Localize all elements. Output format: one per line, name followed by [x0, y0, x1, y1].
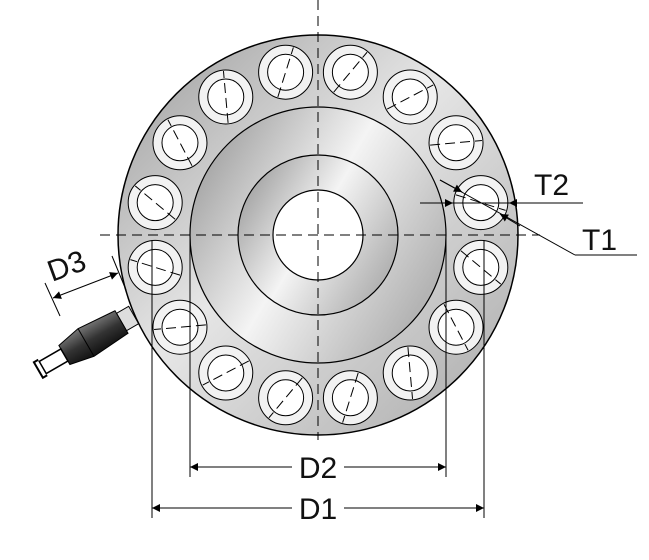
t2-label: T2 [534, 169, 569, 202]
bolt-hole [428, 115, 484, 171]
bolt-hole [127, 175, 183, 231]
bolt-hole [198, 69, 254, 125]
bolt-hole [382, 69, 438, 125]
d1-label: D1 [299, 493, 337, 526]
bolt-hole [322, 370, 378, 426]
d2-label: D2 [299, 452, 337, 485]
bolt-hole [127, 239, 183, 295]
extension-lines [151, 235, 485, 518]
t1-dimension: T1 [439, 179, 637, 257]
bolt-holes [127, 44, 509, 426]
bolt-hole [428, 299, 484, 355]
d3-label: D3 [43, 244, 90, 288]
bolt-hole [453, 239, 509, 295]
cable-connector [32, 305, 140, 380]
bolt-hole [198, 345, 254, 401]
t1-label: T1 [582, 224, 617, 257]
bolt-hole [382, 345, 438, 401]
d3-dimension: D3 [43, 244, 127, 317]
bolt-hole [258, 44, 314, 100]
t2-dimension: T2 [420, 169, 583, 207]
bolt-hole [152, 115, 208, 171]
bolt-hole [322, 44, 378, 100]
bolt-hole [152, 299, 208, 355]
bolt-hole [258, 370, 314, 426]
